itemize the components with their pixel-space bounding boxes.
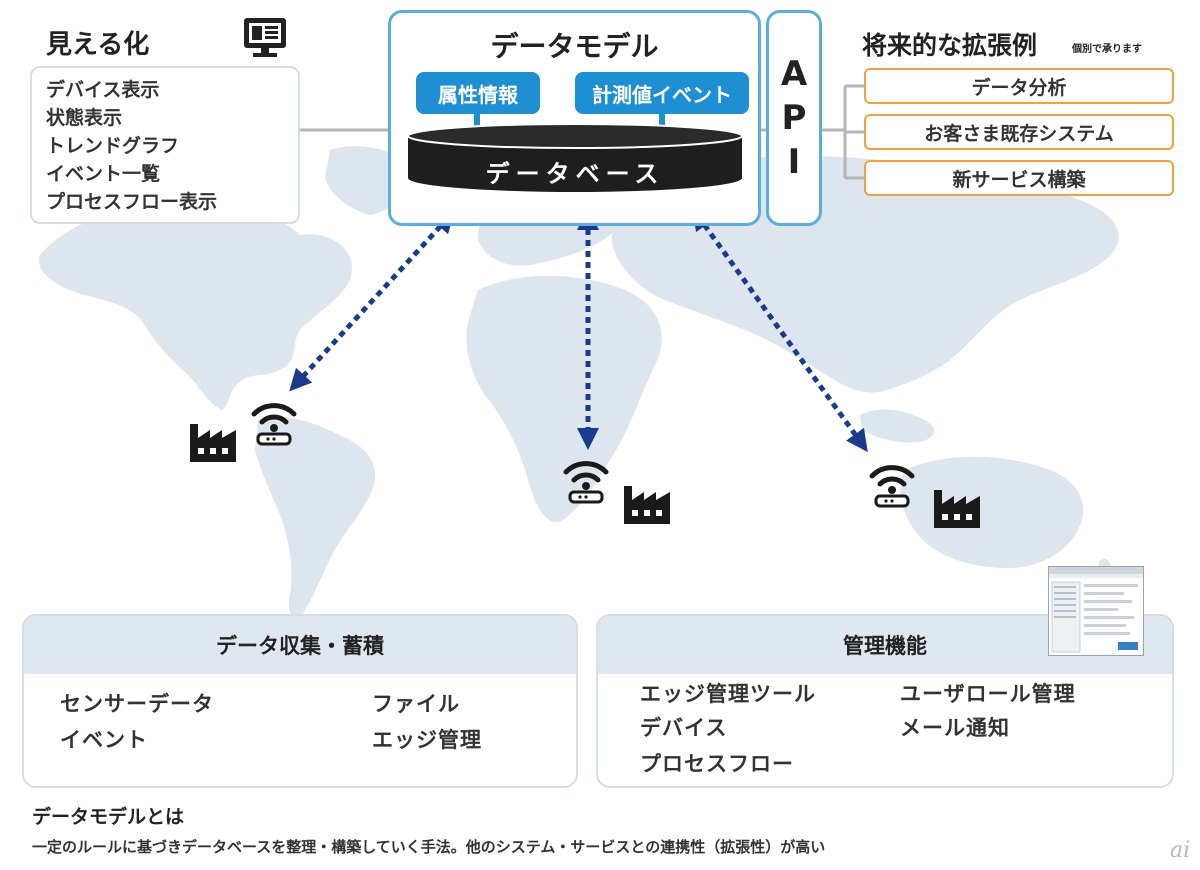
future-item-data-analysis: データ分析 — [864, 68, 1174, 104]
wifi-router-icon — [248, 398, 300, 450]
api-letter: A — [781, 52, 807, 96]
management-item: エッジ管理ツール — [640, 678, 816, 708]
future-extensions-note: 個別で承ります — [1072, 40, 1142, 55]
management-item: メール通知 — [900, 712, 1010, 742]
management-screenshot-thumbnail — [1048, 566, 1144, 656]
factory-icon — [622, 482, 672, 528]
collection-item: ファイル — [372, 688, 460, 718]
management-item: プロセスフロー — [640, 748, 794, 778]
definition-title: データモデルとは — [32, 802, 184, 829]
definition-text: 一定のルールに基づきデータベースを整理・構築していく手法。他のシステム・サービス… — [32, 836, 825, 857]
api-letter: I — [788, 140, 801, 184]
collection-item: エッジ管理 — [372, 724, 482, 754]
management-item: ユーザロール管理 — [900, 678, 1076, 708]
wifi-router-icon — [866, 460, 918, 512]
database-label: データベース — [406, 154, 744, 189]
factory-icon — [932, 486, 982, 532]
api-letter: P — [782, 96, 807, 140]
ai-logo: ai — [1170, 838, 1190, 863]
wifi-router-icon — [560, 456, 612, 508]
factory-icon — [188, 420, 238, 466]
future-item-new-service: 新サービス構築 — [864, 160, 1174, 196]
management-item: デバイス — [640, 712, 727, 742]
future-extensions-title: 将来的な拡張例 — [862, 26, 1037, 62]
data-collection-title: データ収集・蓄積 — [24, 616, 576, 674]
collection-item: センサーデータ — [60, 688, 214, 718]
api-box: A P I — [766, 10, 822, 226]
future-item-existing-system: お客さま既存システム — [864, 114, 1174, 150]
collection-item: イベント — [60, 724, 148, 754]
